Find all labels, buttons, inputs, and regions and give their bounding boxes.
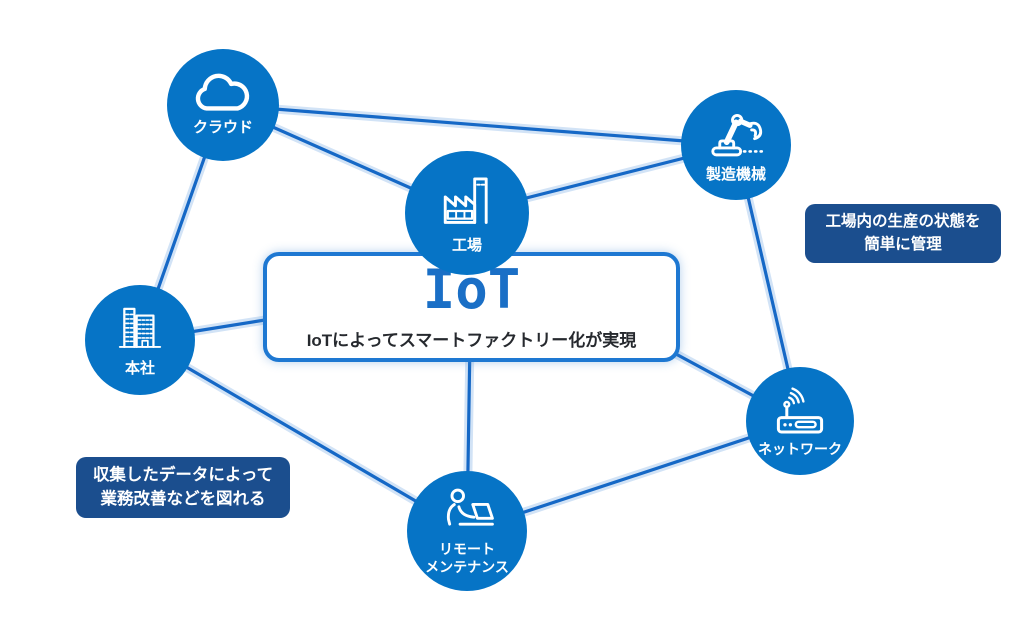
node-headquarters-label: 本社: [124, 360, 155, 378]
node-cloud-label: クラウド: [192, 119, 253, 137]
node-network-label: ネットワーク: [758, 440, 842, 457]
node-cloud: クラウド: [167, 49, 279, 161]
callout-line: 収集したデータによって: [92, 465, 274, 484]
node-remote-maintenance-label: リモート メンテナンス: [425, 540, 509, 575]
node-machinery-label: 製造機械: [705, 166, 766, 184]
node-factory-label: 工場: [451, 237, 482, 255]
node-remote-maintenance: リモート メンテナンス: [407, 471, 527, 591]
cloud-icon: [195, 73, 250, 111]
node-headquarters: 本社: [85, 285, 195, 395]
robot-arm-icon: [711, 114, 765, 157]
iot-subtitle: IoTによってスマートファクトリー化が実現: [306, 331, 637, 350]
callout-line: 業務改善などを図れる: [100, 489, 266, 508]
router-icon: [776, 387, 824, 434]
person-laptop-icon: [446, 488, 494, 526]
building-icon: [118, 307, 162, 349]
callout-production-management: 工場内の生産の状態を 簡単に管理: [805, 204, 1001, 263]
callout-data-improvement: 収集したデータによって 業務改善などを図れる: [76, 457, 290, 518]
callout-line: 簡単に管理: [864, 235, 942, 253]
node-machinery: 製造機械: [681, 90, 791, 200]
factory-icon: [443, 177, 488, 225]
node-network: ネットワーク: [746, 367, 854, 475]
node-factory: 工場: [405, 151, 529, 275]
callout-line: 工場内の生産の状態を: [825, 213, 981, 231]
